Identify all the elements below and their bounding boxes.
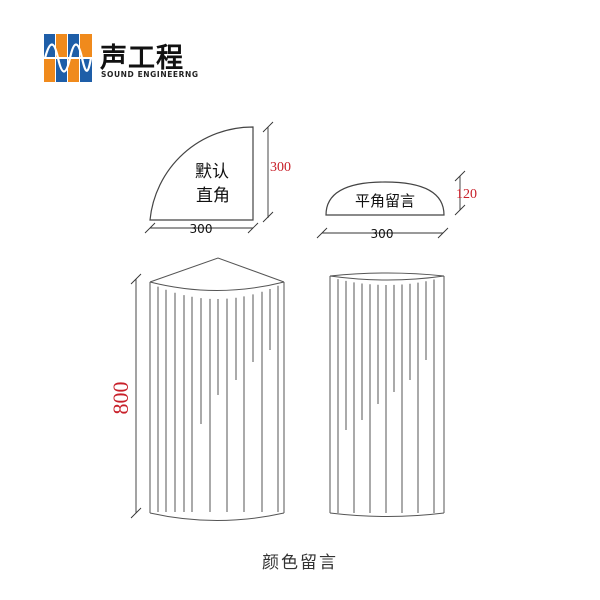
half-panel-height-dimension <box>454 170 466 216</box>
sound-wave-grid-icon <box>44 34 92 82</box>
half-panel-elevation <box>329 272 445 517</box>
quarter-panel-width-dimension <box>144 222 259 234</box>
brand-logo: 声工程 SOUND ENGINEERNG <box>44 34 244 82</box>
brand-subtitle: SOUND ENGINEERNG <box>101 70 199 79</box>
half-panel-width-label: 300 <box>371 227 394 241</box>
quarter-panel-plan: 默认 直角 <box>149 126 254 221</box>
quarter-panel-width-label: 300 <box>190 222 213 236</box>
quarter-panel-height-dimension <box>262 121 274 223</box>
corner-panel-elevation <box>149 257 285 521</box>
brand-name: 声工程 <box>100 43 184 74</box>
half-panel-label: 平角留言 <box>355 192 415 210</box>
elevation-height-label: 800 <box>108 382 133 415</box>
caption: 颜色留言 <box>262 553 338 573</box>
quarter-panel-label-2: 直角 <box>196 186 230 206</box>
half-panel-width-dimension <box>316 227 449 239</box>
elevation-height-dimension <box>130 273 142 519</box>
half-panel-plan: 平角留言 <box>325 181 445 216</box>
quarter-panel-label-1: 默认 <box>195 162 229 182</box>
quarter-panel-height-label: 300 <box>270 160 291 175</box>
half-panel-height-label: 120 <box>456 187 477 202</box>
